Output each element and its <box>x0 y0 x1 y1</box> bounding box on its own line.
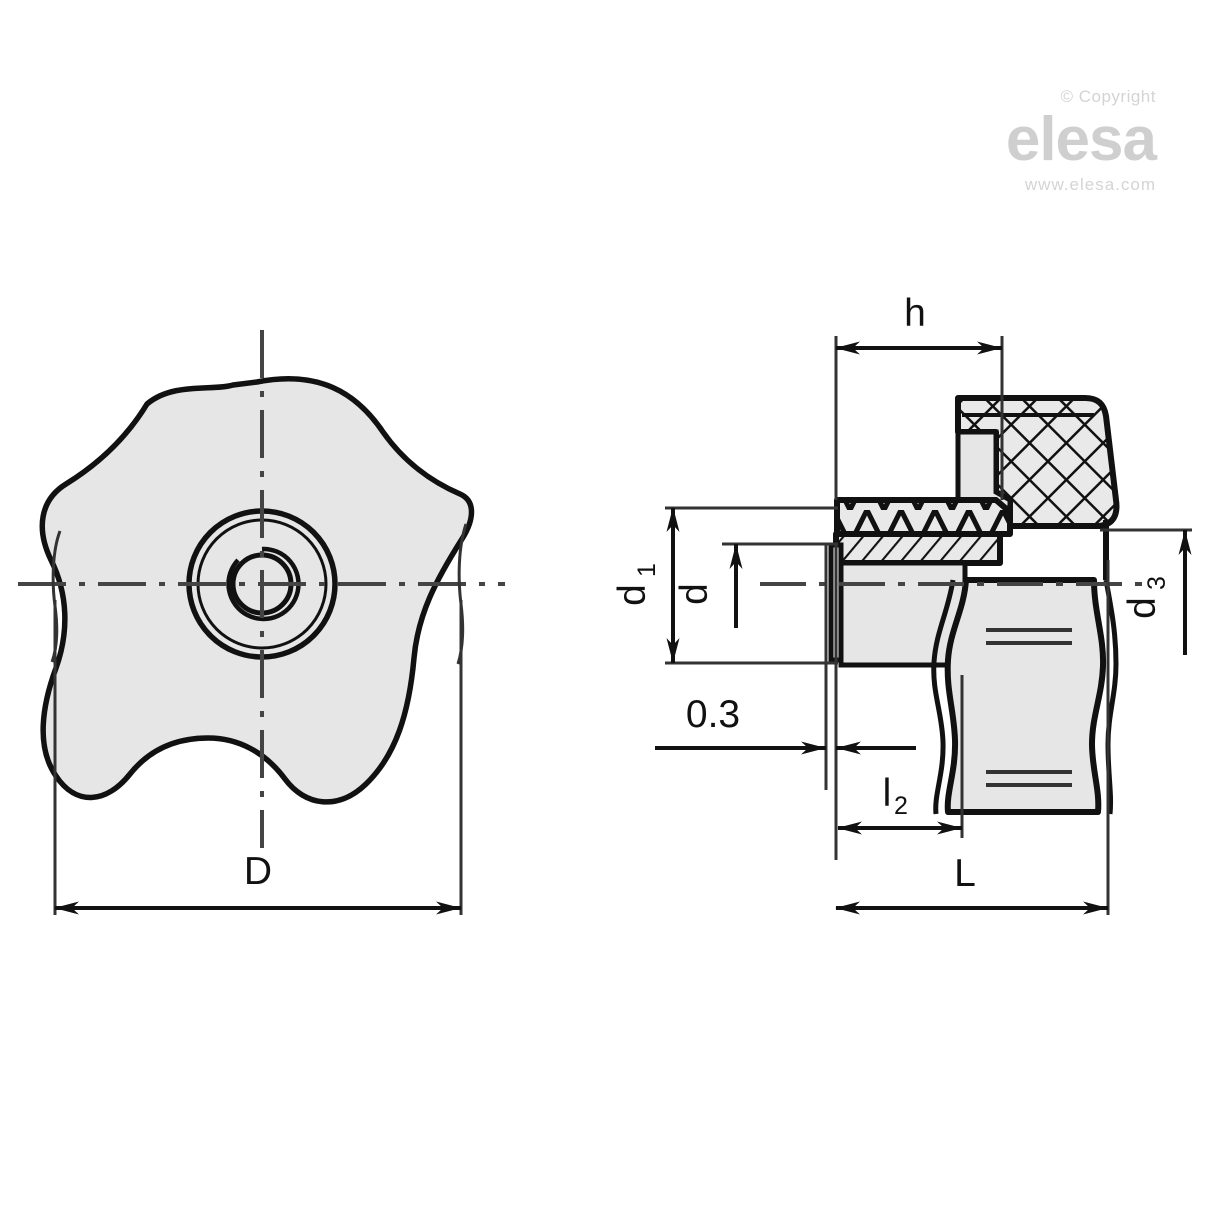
dimension-label-d3: d <box>1121 597 1164 619</box>
lobe-grip-lines <box>986 628 1072 787</box>
dimension-label-d: d <box>673 583 716 605</box>
dimension-label-h: h <box>904 292 926 335</box>
dimension-label-l2: l <box>883 772 892 815</box>
dimension-label-L: L <box>954 852 976 895</box>
dimension-label-d1: d <box>611 584 654 606</box>
lobe-edge-left <box>931 579 956 815</box>
thread-arc <box>226 546 301 622</box>
dimension-label-d3-subscript: 3 <box>1143 576 1171 590</box>
copyright-notice: © Copyright <box>1060 87 1156 106</box>
dimension-label-d1-subscript: 1 <box>633 563 661 577</box>
knob-lobe-silhouette <box>944 577 1107 815</box>
dimension-label-l2-subscript: 2 <box>894 792 908 820</box>
front-view: D <box>18 330 505 915</box>
dimension-label-d3-group: d 3 <box>1121 576 1171 619</box>
elesa-logo: elesa <box>1005 105 1157 174</box>
side-view: h d 1 d d 3 0.3 <box>611 292 1192 915</box>
dimension-label-l2-group: l 2 <box>883 772 908 820</box>
dimension-label-D: D <box>244 850 272 893</box>
elesa-watermark: © Copyright elesa www.elesa.com <box>1005 87 1157 195</box>
dimension-label-d1-group: d 1 <box>611 563 661 606</box>
metal-insert-hatch <box>833 531 1003 566</box>
lobe-edge-right <box>1103 579 1119 815</box>
star-knob-outline <box>39 376 475 805</box>
collar-crosshatch-band <box>834 497 1013 537</box>
website-url: www.elesa.com <box>1024 175 1156 195</box>
dimension-label-gap: 0.3 <box>686 693 740 736</box>
